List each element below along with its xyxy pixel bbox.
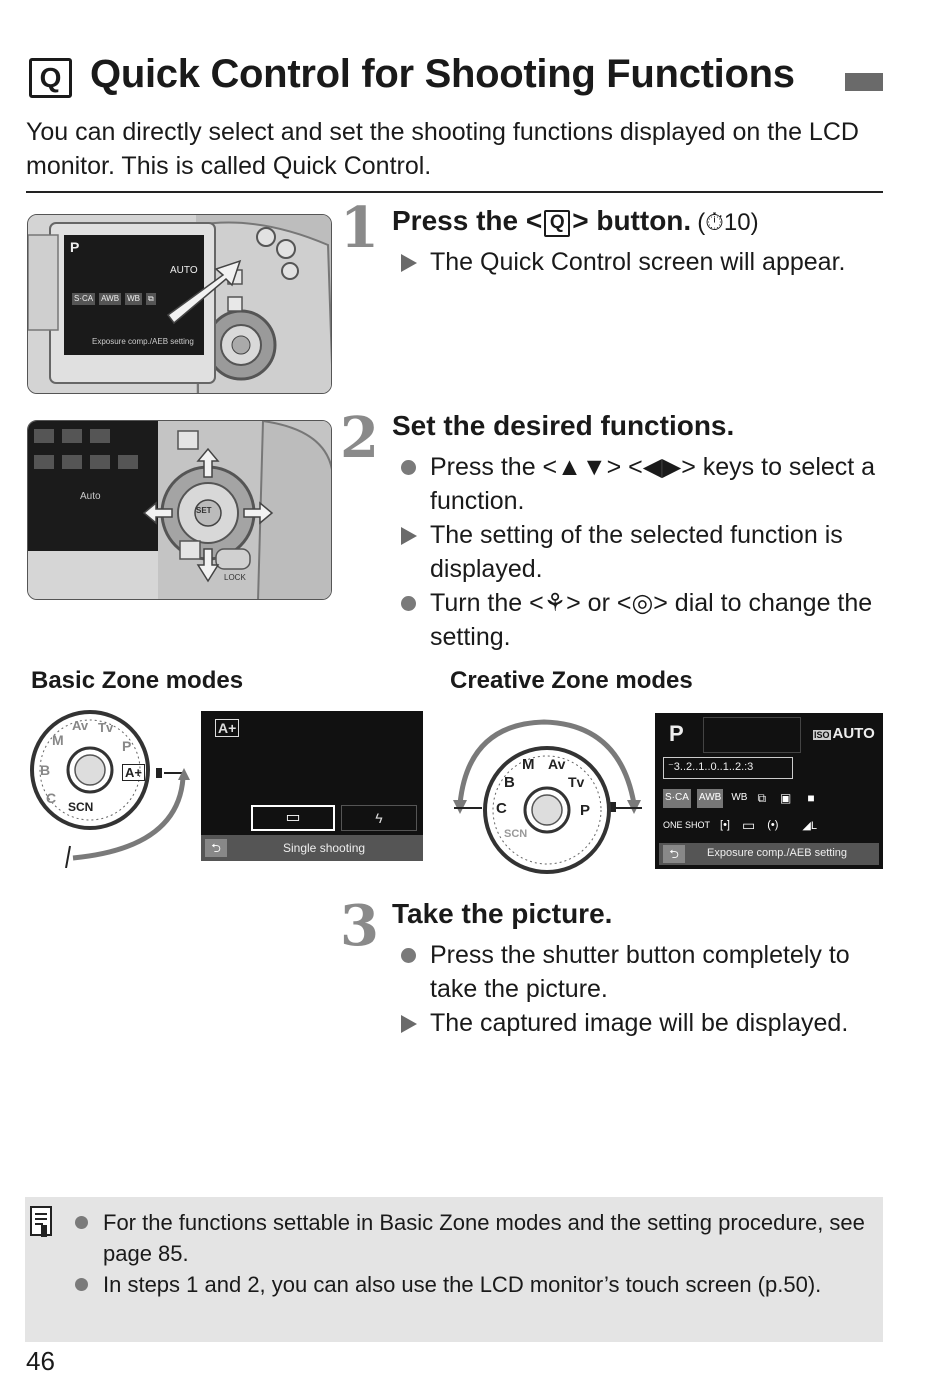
basic-mode-dial: B M Av Tv P A+ SCN C	[28, 708, 198, 869]
creative-screen-item[interactable]: ⧉	[757, 791, 767, 805]
note-box: For the functions settable in Basic Zone…	[25, 1197, 883, 1342]
basic-screen-top-icon: A+	[215, 719, 240, 737]
photo2-set-label: SET	[196, 506, 212, 515]
dial-label: Tv	[568, 774, 585, 790]
step-2-title: Set the desired functions.	[392, 410, 735, 441]
page-number: 46	[26, 1346, 55, 1374]
dial-label: P	[122, 738, 132, 754]
step-3-number: 3	[340, 893, 379, 959]
creative-screen-item[interactable]: ▭	[741, 817, 756, 833]
photo1-lcd-item: S·CA	[72, 293, 96, 305]
creative-screen-item[interactable]: ◢L	[802, 820, 817, 832]
back-icon: ⮌	[205, 839, 227, 857]
creative-screen-item[interactable]: (•)	[767, 819, 779, 831]
basic-screen-bottom-text: Single shooting	[283, 841, 366, 855]
dial-label: M	[522, 756, 535, 773]
camera-photo-cross-keys: Auto SET LOCK	[27, 420, 332, 600]
dial-label: Tv	[98, 720, 114, 735]
photo1-lcd-item: WB	[125, 293, 142, 305]
dial-label: B	[40, 762, 51, 778]
creative-screen-item[interactable]: WB	[731, 792, 748, 803]
creative-screen-exposure-scale[interactable]: ⁻3..2..1..0..1..2.:3	[663, 757, 793, 779]
photo2-lcd-bottom: Auto	[80, 491, 101, 502]
step-1-number: 1	[340, 195, 379, 261]
creative-mode-dial: C B M Av Tv P SCN	[448, 716, 648, 876]
creative-screen-item[interactable]: AWB	[696, 789, 724, 808]
dial-label: Av	[548, 756, 566, 772]
q-button-icon: Q	[544, 210, 571, 237]
step-1-title-pre: Press the <	[392, 205, 543, 236]
dial-label: C	[46, 790, 57, 806]
dial-label: B	[504, 774, 515, 791]
back-icon: ⮌	[663, 845, 685, 863]
dial-label: SCN	[504, 828, 528, 840]
step-3-item-1: Press the shutter button completely to t…	[401, 941, 850, 1003]
creative-screen-item[interactable]: ■	[807, 791, 815, 805]
dial-label: A+	[122, 764, 145, 781]
basic-screen-option[interactable]: ϟ	[341, 805, 417, 831]
step-1-title-post: > button.	[572, 205, 692, 236]
creative-screen-item[interactable]: S·CA	[663, 789, 691, 808]
step-1-page-ref: (⏱10)	[697, 209, 759, 236]
dial-label: SCN	[68, 800, 94, 814]
creative-zone-label: Creative Zone modes	[450, 667, 693, 694]
photo1-lcd-row: S·CA AWB WB ⧉	[72, 293, 156, 305]
photo2-lock-label: LOCK	[224, 573, 246, 582]
creative-screen-mode: P	[669, 721, 684, 746]
photo1-lcd-item: ⧉	[145, 293, 156, 305]
dial-label: M	[52, 732, 64, 748]
dial-label: C	[496, 800, 507, 817]
creative-screen-bottom-text: Exposure comp./AEB setting	[707, 847, 848, 859]
creative-screen-item[interactable]: ONE SHOT	[663, 820, 711, 830]
step-2-number: 2	[340, 405, 379, 471]
step-2-item-3: Turn the <⚘> or <◎> dial to change the s…	[401, 589, 873, 651]
step-1-item-1: The Quick Control screen will appear.	[401, 248, 846, 276]
dial-label: P	[580, 802, 591, 819]
photo1-lcd-iso: AUTO	[170, 265, 198, 276]
photo1-lcd-bottom: Exposure comp./AEB setting	[92, 337, 194, 346]
intro-paragraph: You can directly select and set the shoo…	[26, 118, 859, 180]
basic-zone-screen: A+ ▭ ϟ ⮌ Single shooting	[201, 711, 423, 861]
photo1-lcd-mode: P	[70, 239, 80, 255]
dial-label: Av	[72, 718, 89, 733]
step-3-title: Take the picture.	[392, 898, 613, 929]
step-3-item-2: The captured image will be displayed.	[401, 1009, 849, 1037]
note-icon	[30, 1206, 52, 1237]
step-2-item-1: Press the <▲▼> <◀▶> keys to select a fun…	[401, 453, 876, 515]
note-item-2: In steps 1 and 2, you can also use the L…	[75, 1272, 822, 1297]
creative-screen-item[interactable]: [•]	[720, 819, 730, 831]
basic-zone-label: Basic Zone modes	[31, 667, 244, 694]
basic-screen-bottom-bar: ⮌ Single shooting	[201, 835, 423, 861]
step-2-item-2: The setting of the selected function is …	[401, 521, 843, 583]
title-decoration-bar	[845, 73, 883, 91]
creative-screen-row1: S·CA AWB WB ⧉ ▣ ■	[663, 789, 819, 808]
quick-control-icon: Q	[29, 58, 72, 98]
section-divider	[26, 191, 883, 193]
creative-screen-row2: ONE SHOT [•] ▭ (•) ◢L	[663, 817, 831, 834]
page-title: Quick Control for Shooting Functions	[90, 52, 795, 96]
creative-screen-panel	[703, 717, 801, 753]
note-item-1: For the functions settable in Basic Zone…	[75, 1210, 865, 1266]
creative-screen-bottom-bar: ⮌ Exposure comp./AEB setting	[659, 843, 879, 865]
basic-screen-option-selected[interactable]: ▭	[251, 805, 335, 831]
step-1-title: Press the <Q> button.(⏱10)	[392, 205, 759, 237]
photo1-lcd-item: AWB	[99, 293, 122, 305]
creative-screen-item[interactable]: ▣	[780, 791, 792, 805]
camera-photo-q-button: P AUTO S·CA AWB WB ⧉ Exposure comp./AEB …	[27, 214, 332, 394]
